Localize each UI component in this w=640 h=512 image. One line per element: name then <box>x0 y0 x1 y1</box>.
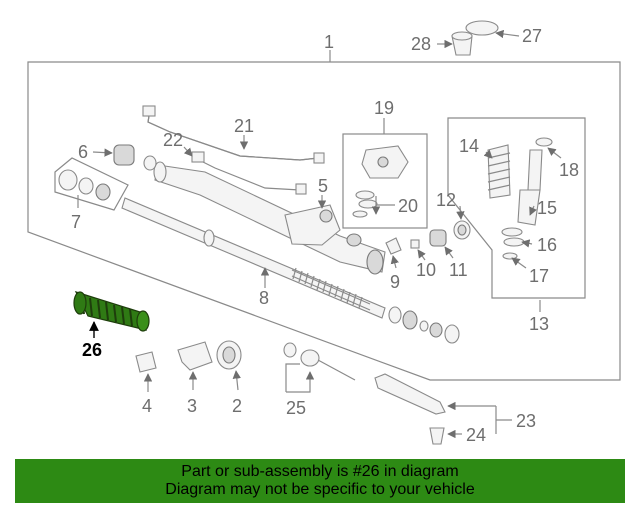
fluid-lines <box>142 105 325 195</box>
callout-19: 19 <box>374 98 394 118</box>
callout-6: 6 <box>78 142 88 162</box>
callout-9: 9 <box>390 272 400 292</box>
tie-rod <box>283 342 356 381</box>
bottom-left-parts <box>135 340 242 373</box>
top-mount <box>451 20 499 56</box>
banner-line-part: Part or sub-assembly is #26 in diagram <box>181 463 459 480</box>
callout-5: 5 <box>318 176 328 196</box>
subassembly-19-frame <box>342 133 428 229</box>
tie-rod-end <box>374 373 446 445</box>
assembly-frame <box>27 61 621 381</box>
banner-line-disclaimer: Diagram may not be specific to your vehi… <box>165 481 475 498</box>
callout-labels: 1 2 3 4 5 6 7 8 9 10 11 12 13 14 15 16 1… <box>71 26 579 445</box>
callout-4: 4 <box>142 396 152 416</box>
steering-rack-diagram: 1 2 3 4 5 6 7 8 9 10 11 12 13 14 15 16 1… <box>27 20 621 445</box>
callout-26: 26 <box>82 340 102 360</box>
left-small-parts <box>58 144 157 201</box>
callout-3: 3 <box>187 396 197 416</box>
callout-8: 8 <box>259 288 269 308</box>
callout-12: 12 <box>436 190 456 210</box>
subassembly-13-frame <box>447 117 586 299</box>
callout-14: 14 <box>459 136 479 156</box>
callout-20: 20 <box>398 196 418 216</box>
callout-25: 25 <box>286 398 306 418</box>
callout-18: 18 <box>559 160 579 180</box>
callout-15: 15 <box>537 198 557 218</box>
callout-11: 11 <box>449 260 468 280</box>
callout-16: 16 <box>537 235 557 255</box>
callout-24: 24 <box>466 425 486 445</box>
callout-10: 10 <box>416 260 436 280</box>
rack-housing <box>153 161 386 275</box>
rack-end-seals <box>388 306 460 344</box>
callout-28: 28 <box>411 34 431 54</box>
callout-17: 17 <box>529 266 549 286</box>
seal-kit-7-frame <box>54 157 129 211</box>
right-small-parts <box>385 220 471 255</box>
callout-21: 21 <box>234 116 254 136</box>
callout-13: 13 <box>529 314 549 334</box>
leader-lines <box>77 29 562 439</box>
notice-banner: Part or sub-assembly is #26 in diagram D… <box>15 459 625 503</box>
callout-1: 1 <box>324 32 334 52</box>
callout-7: 7 <box>71 212 81 232</box>
pinion-assembly <box>487 137 553 260</box>
rack-bar <box>121 197 386 319</box>
steering-boot-part-26 <box>73 291 150 332</box>
callout-23: 23 <box>516 411 536 431</box>
callout-22: 22 <box>163 130 183 150</box>
callout-2: 2 <box>232 396 242 416</box>
callout-27: 27 <box>522 26 542 46</box>
